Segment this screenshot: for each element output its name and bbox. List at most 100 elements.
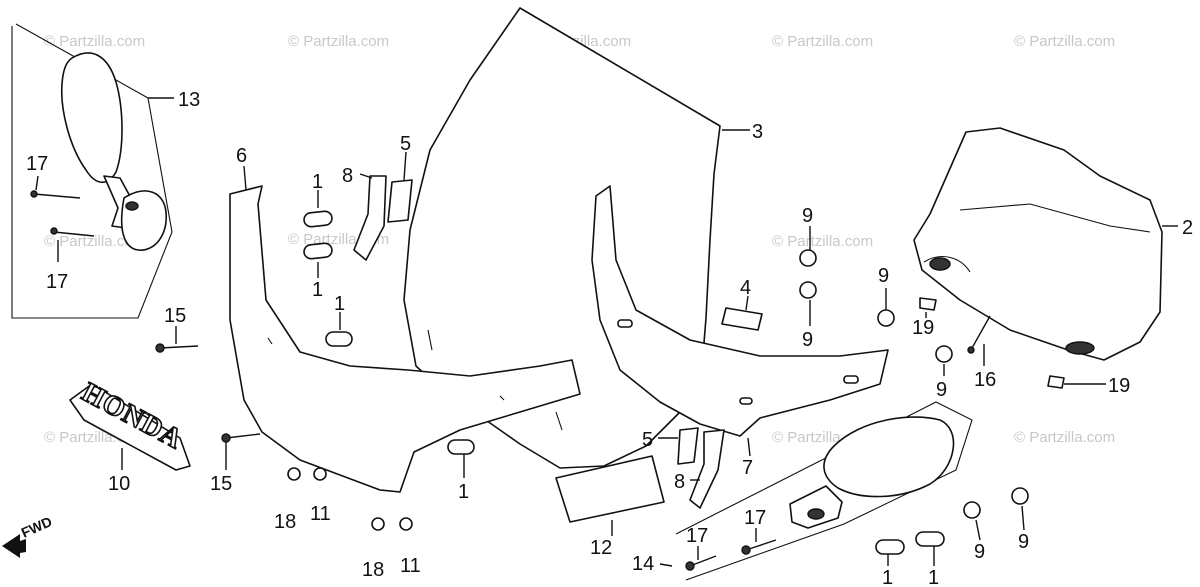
callout-1: 1 [312, 171, 323, 193]
rubber-shape [387, 179, 413, 223]
leader-line [35, 175, 39, 191]
collar-shape [875, 539, 905, 555]
screw-shaft [53, 231, 95, 237]
callout-9: 9 [802, 205, 813, 227]
forward-direction-indicator: FWD [2, 513, 54, 558]
meter-cover [913, 127, 1163, 361]
grommet-shape [877, 309, 895, 327]
reflector [555, 455, 665, 523]
callout-1: 1 [928, 567, 939, 587]
collar-shape [915, 531, 945, 547]
watermark: © Partzilla.com [44, 33, 145, 50]
watermark: © Partzilla.com [288, 33, 389, 50]
callouts: 13 17 17 6 1 1 8 5 1 15 3 2 9 9 9 4 19 1… [26, 89, 1193, 587]
collar-shape [303, 210, 333, 228]
screw-head [685, 561, 695, 571]
leader-line [1021, 505, 1025, 531]
screw-head [155, 343, 165, 353]
left-mirror-assembly [11, 23, 173, 319]
grommet-shape [935, 345, 953, 363]
cowl-slot [617, 319, 633, 328]
leader-line [745, 295, 749, 311]
screw-head [741, 545, 751, 555]
cowl-slot [843, 375, 859, 384]
right-cowl-shape [591, 185, 889, 437]
callout-17: 17 [26, 153, 48, 175]
clip-shape [919, 297, 937, 311]
leader-line [243, 165, 247, 191]
watermark: © Partzilla.com [772, 233, 873, 250]
meter-cover-shape [913, 127, 1163, 361]
mirror-base-shape [789, 485, 843, 529]
callout-13: 13 [178, 89, 200, 111]
cowl-slot [739, 397, 753, 405]
cover-edge [959, 203, 1151, 233]
rubber-shape [677, 427, 699, 465]
bracket-shape [353, 175, 387, 261]
callout-17: 17 [686, 525, 708, 547]
nut-shape [371, 517, 385, 531]
callout-7: 7 [742, 457, 753, 479]
screw-shaft [159, 345, 199, 349]
hardware [155, 175, 1065, 571]
callout-18: 18 [362, 559, 384, 581]
leader-line [403, 151, 407, 181]
leader-lines [35, 97, 1178, 567]
callout-8: 8 [674, 471, 685, 493]
screw-head [30, 190, 38, 198]
nut-shape [287, 467, 301, 481]
callout-12: 12 [590, 537, 612, 559]
leader-line [975, 519, 981, 541]
cowl-slot [267, 337, 273, 345]
leader-line [659, 563, 673, 567]
leader-line [747, 437, 751, 457]
screen-detail [555, 411, 563, 431]
callout-19: 19 [1108, 375, 1130, 397]
pad-shape [721, 307, 763, 331]
callout-1: 1 [458, 481, 469, 503]
screw-head [50, 227, 58, 235]
screw-head [221, 433, 231, 443]
callout-16: 16 [974, 369, 996, 391]
callout-8: 8 [342, 165, 353, 187]
clip-shape [1047, 375, 1065, 389]
callout-5: 5 [642, 429, 653, 451]
screw-shaft [225, 433, 261, 439]
screw-shaft [971, 315, 991, 349]
washer-shape [313, 467, 327, 481]
right-mirror-assembly [675, 401, 973, 581]
arrow-left-icon [2, 534, 26, 558]
callout-1: 1 [882, 567, 893, 587]
fwd-label: FWD [19, 513, 55, 541]
callout-4: 4 [740, 277, 751, 299]
callout-9: 9 [936, 379, 947, 401]
callout-9: 9 [1018, 531, 1029, 553]
left-inner-cowl [229, 185, 581, 493]
collar-shape [447, 439, 475, 455]
washer-shape [399, 517, 413, 531]
cowl-slot [499, 395, 505, 401]
honda-emblem: HONDA [69, 376, 191, 471]
collar-shape [325, 331, 353, 347]
callout-3: 3 [752, 121, 763, 143]
callout-15: 15 [210, 473, 232, 495]
grommet-shape [1011, 487, 1029, 505]
reflector-shape [555, 455, 665, 523]
emblem-plate [69, 383, 191, 471]
mirror-head-shape [60, 52, 123, 184]
grommet-shape [963, 501, 981, 519]
watermark: © Partzilla.com [772, 33, 873, 50]
callout-15: 15 [164, 305, 186, 327]
watermark: © Partzilla.com [1014, 33, 1115, 50]
callout-11: 11 [400, 555, 421, 577]
callout-19: 19 [912, 317, 934, 339]
callout-11: 11 [310, 503, 331, 525]
callout-2: 2 [1182, 217, 1193, 239]
cover-edge [923, 256, 971, 273]
callout-9: 9 [974, 541, 985, 563]
callout-10: 10 [108, 473, 130, 495]
bracket-shape [689, 429, 725, 509]
cover-vent [1065, 341, 1095, 355]
watermark: © Partzilla.com [44, 233, 145, 250]
